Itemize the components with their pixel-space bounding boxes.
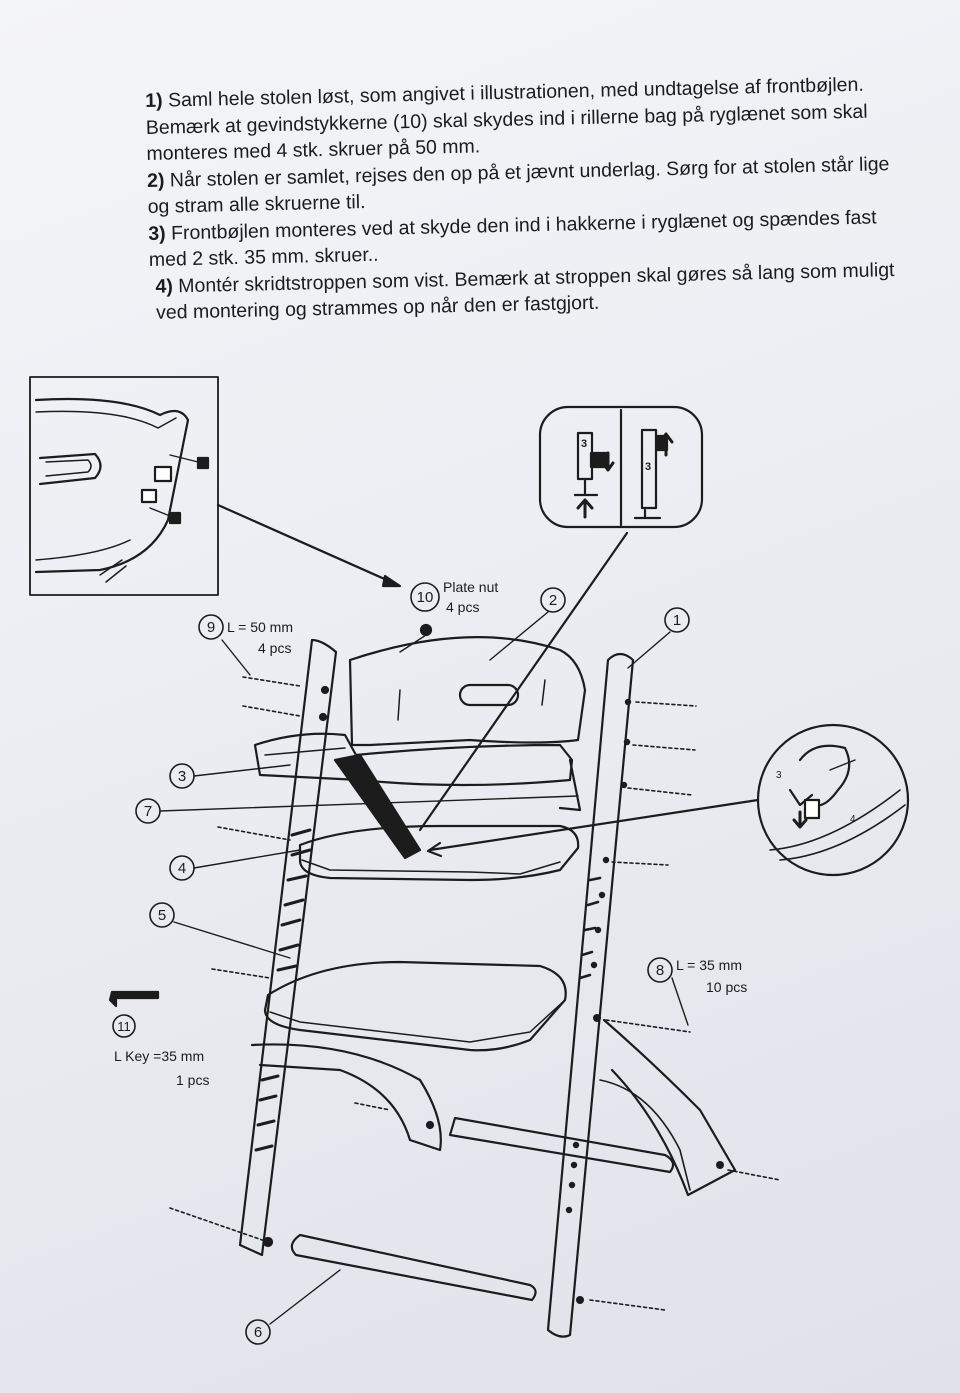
part-8-quantity: 10 pcs: [706, 979, 747, 995]
part-9-quantity: 4 pcs: [258, 640, 291, 656]
part-11-marker: [112, 1014, 136, 1038]
part-7-label: 7: [144, 803, 152, 820]
chair-side-left: [238, 638, 442, 1257]
part-10-quantity: 4 pcs: [446, 599, 479, 615]
front-bar-part: [253, 732, 582, 812]
slider-inset-mark-a: 3: [581, 438, 587, 450]
strap-detail-inset: [756, 723, 910, 877]
part-6-marker: [245, 1319, 271, 1345]
part-6-label: 6: [254, 1324, 262, 1341]
part-11-name: L Key =35 mm: [114, 1048, 204, 1064]
part-8-marker: [647, 957, 673, 983]
part-11-label: 11: [117, 1019, 131, 1034]
leader-line: [418, 531, 629, 832]
rung-parts: [290, 1116, 675, 1302]
part-5-marker: [149, 902, 175, 928]
part-10-label: 10: [417, 589, 434, 606]
screw-set: [169, 676, 781, 1311]
backrest-part: [348, 623, 587, 747]
part-9-length: L = 50 mm: [227, 619, 293, 635]
part-1-label: 1: [673, 612, 681, 629]
leader-arrow: [216, 503, 400, 587]
strap-inset-mark-4: 4: [850, 814, 856, 825]
part-8-length: L = 35 mm: [676, 957, 742, 973]
seat-plate-part: [298, 824, 580, 882]
part-9-marker: [198, 614, 224, 640]
part-9-label: 9: [207, 619, 215, 636]
part-11-quantity: 1 pcs: [176, 1072, 209, 1088]
lower-seat-plate-part: [263, 960, 567, 1052]
part-2-marker: [540, 587, 566, 613]
part-2-label: 2: [549, 592, 557, 609]
part-10-name: Plate nut: [443, 579, 498, 595]
chair-side-right: [546, 652, 737, 1338]
slider-detail-inset: [538, 405, 704, 529]
strap-inset-mark-3: 3: [776, 770, 782, 781]
part-8-label: 8: [656, 962, 664, 979]
l-key-icon: [108, 990, 160, 1008]
part-3-label: 3: [178, 768, 186, 785]
backrest-detail-inset: [29, 376, 219, 596]
slider-inset-mark-b: 3: [645, 461, 651, 473]
part-4-label: 4: [178, 860, 186, 877]
part-5-label: 5: [158, 907, 166, 924]
crotch-strap: [333, 753, 422, 860]
part-10-marker: [410, 582, 440, 612]
part-1-marker: [664, 607, 690, 633]
